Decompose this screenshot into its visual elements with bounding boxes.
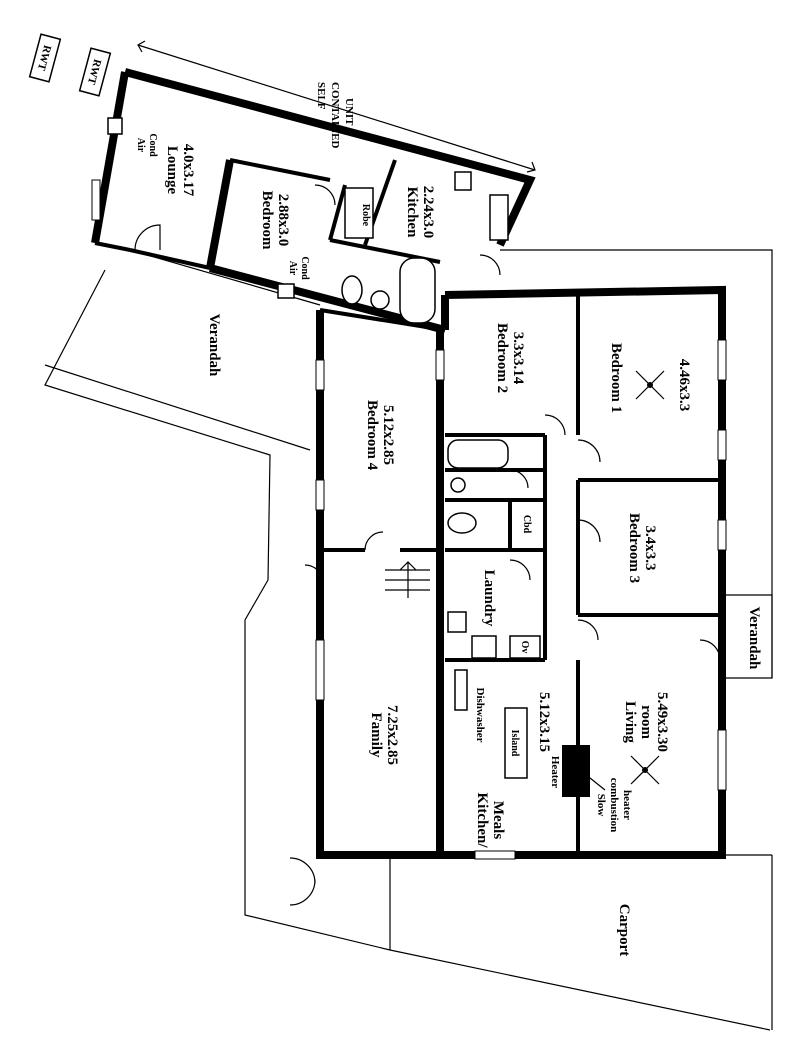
svg-text:Family: Family bbox=[368, 713, 384, 758]
room-unit-kitchen: Kitchen 2.24x3.0 bbox=[404, 186, 436, 239]
svg-text:Meals: Meals bbox=[490, 801, 506, 839]
svg-text:Kitchen/: Kitchen/ bbox=[474, 793, 490, 849]
svg-text:5.49x3.30: 5.49x3.30 bbox=[654, 692, 670, 752]
svg-text:4.0x3.17: 4.0x3.17 bbox=[180, 144, 196, 197]
heater bbox=[562, 745, 590, 797]
room-lounge: Lounge 4.0x3.17 bbox=[164, 144, 196, 197]
svg-text:2.88x3.0: 2.88x3.0 bbox=[275, 194, 291, 247]
room-bedroom1: Bedroom 1 4.46x3.3 bbox=[608, 343, 692, 413]
dishwasher-label: Dishwasher bbox=[474, 687, 486, 742]
oven-label: Ov bbox=[519, 641, 530, 654]
air-cond-label: Air bbox=[287, 261, 298, 276]
robe-label: Robe bbox=[360, 204, 371, 227]
svg-text:Bedroom 4: Bedroom 4 bbox=[364, 400, 380, 471]
interior-walls bbox=[320, 293, 720, 852]
svg-text:Lounge: Lounge bbox=[164, 146, 180, 195]
room-bedroom3: Bedroom 3 3.4x3.3 bbox=[626, 513, 658, 583]
room-unit-bedroom: Bedroom 2.88x3.0 bbox=[259, 191, 291, 250]
air-cond-label: Cond bbox=[299, 256, 310, 280]
windows bbox=[91, 117, 727, 860]
room-laundry: Laundry bbox=[481, 570, 497, 627]
slow-combustion-heater-label: Slow combustion heater bbox=[595, 778, 633, 832]
self-contained-marker: SELF CONTAINED UNIT bbox=[137, 40, 536, 173]
svg-text:7.25x2.85: 7.25x2.85 bbox=[384, 705, 400, 765]
island-label: Island bbox=[509, 730, 520, 757]
svg-text:SELF: SELF bbox=[315, 82, 327, 110]
verandah-right-label: Verandah bbox=[746, 607, 762, 670]
room-bedroom2: Bedroom 2 3.3x3.14 bbox=[494, 323, 526, 393]
room-kitchen-meals: 5.12x3.15 Kitchen/ Meals bbox=[474, 692, 552, 848]
svg-text:3.4x3.3: 3.4x3.3 bbox=[642, 526, 658, 571]
fan-icon bbox=[630, 755, 660, 785]
rwt-tank: RWT bbox=[28, 33, 62, 83]
unit-walls bbox=[91, 68, 536, 334]
rwt-tank: RWT bbox=[78, 47, 112, 97]
svg-text:5.12x2.85: 5.12x2.85 bbox=[380, 405, 396, 465]
fan-icon bbox=[635, 370, 665, 400]
svg-text:Living: Living bbox=[622, 701, 638, 743]
svg-text:UNIT: UNIT bbox=[343, 98, 355, 126]
cbd-label: Cbd bbox=[521, 515, 532, 534]
room-family: Family 7.25x2.85 bbox=[368, 705, 400, 765]
carport-label: Carport bbox=[616, 904, 632, 957]
svg-text:2.24x3.0: 2.24x3.0 bbox=[420, 186, 436, 239]
room-bedroom4: Bedroom 4 5.12x2.85 bbox=[364, 400, 396, 471]
verandah-left-label: Verandah bbox=[206, 314, 222, 377]
svg-text:Bedroom 3: Bedroom 3 bbox=[626, 513, 642, 583]
svg-text:Bedroom 2: Bedroom 2 bbox=[494, 323, 510, 393]
svg-text:Bedroom 1: Bedroom 1 bbox=[608, 343, 624, 413]
island bbox=[504, 707, 528, 779]
stairs bbox=[385, 561, 430, 598]
svg-text:CONTAINED: CONTAINED bbox=[329, 82, 341, 148]
svg-text:room: room bbox=[638, 705, 654, 739]
svg-text:Bedroom: Bedroom bbox=[259, 191, 275, 250]
svg-text:Kitchen: Kitchen bbox=[404, 187, 420, 238]
svg-text:combustion: combustion bbox=[608, 778, 620, 832]
room-living: Living room 5.49x3.30 bbox=[622, 692, 670, 752]
svg-text:heater: heater bbox=[621, 790, 633, 820]
air-cond-label: Cond bbox=[147, 133, 158, 157]
svg-text:3.3x3.14: 3.3x3.14 bbox=[510, 332, 526, 385]
air-cond-label: Air bbox=[135, 138, 146, 153]
doors bbox=[134, 184, 721, 906]
heater-label: Heater bbox=[549, 756, 561, 788]
fixtures bbox=[341, 171, 606, 797]
site-outline bbox=[44, 249, 773, 1031]
svg-text:5.12x3.15: 5.12x3.15 bbox=[536, 692, 552, 752]
svg-text:4.46x3.3: 4.46x3.3 bbox=[676, 359, 692, 412]
svg-text:Slow: Slow bbox=[595, 794, 607, 817]
